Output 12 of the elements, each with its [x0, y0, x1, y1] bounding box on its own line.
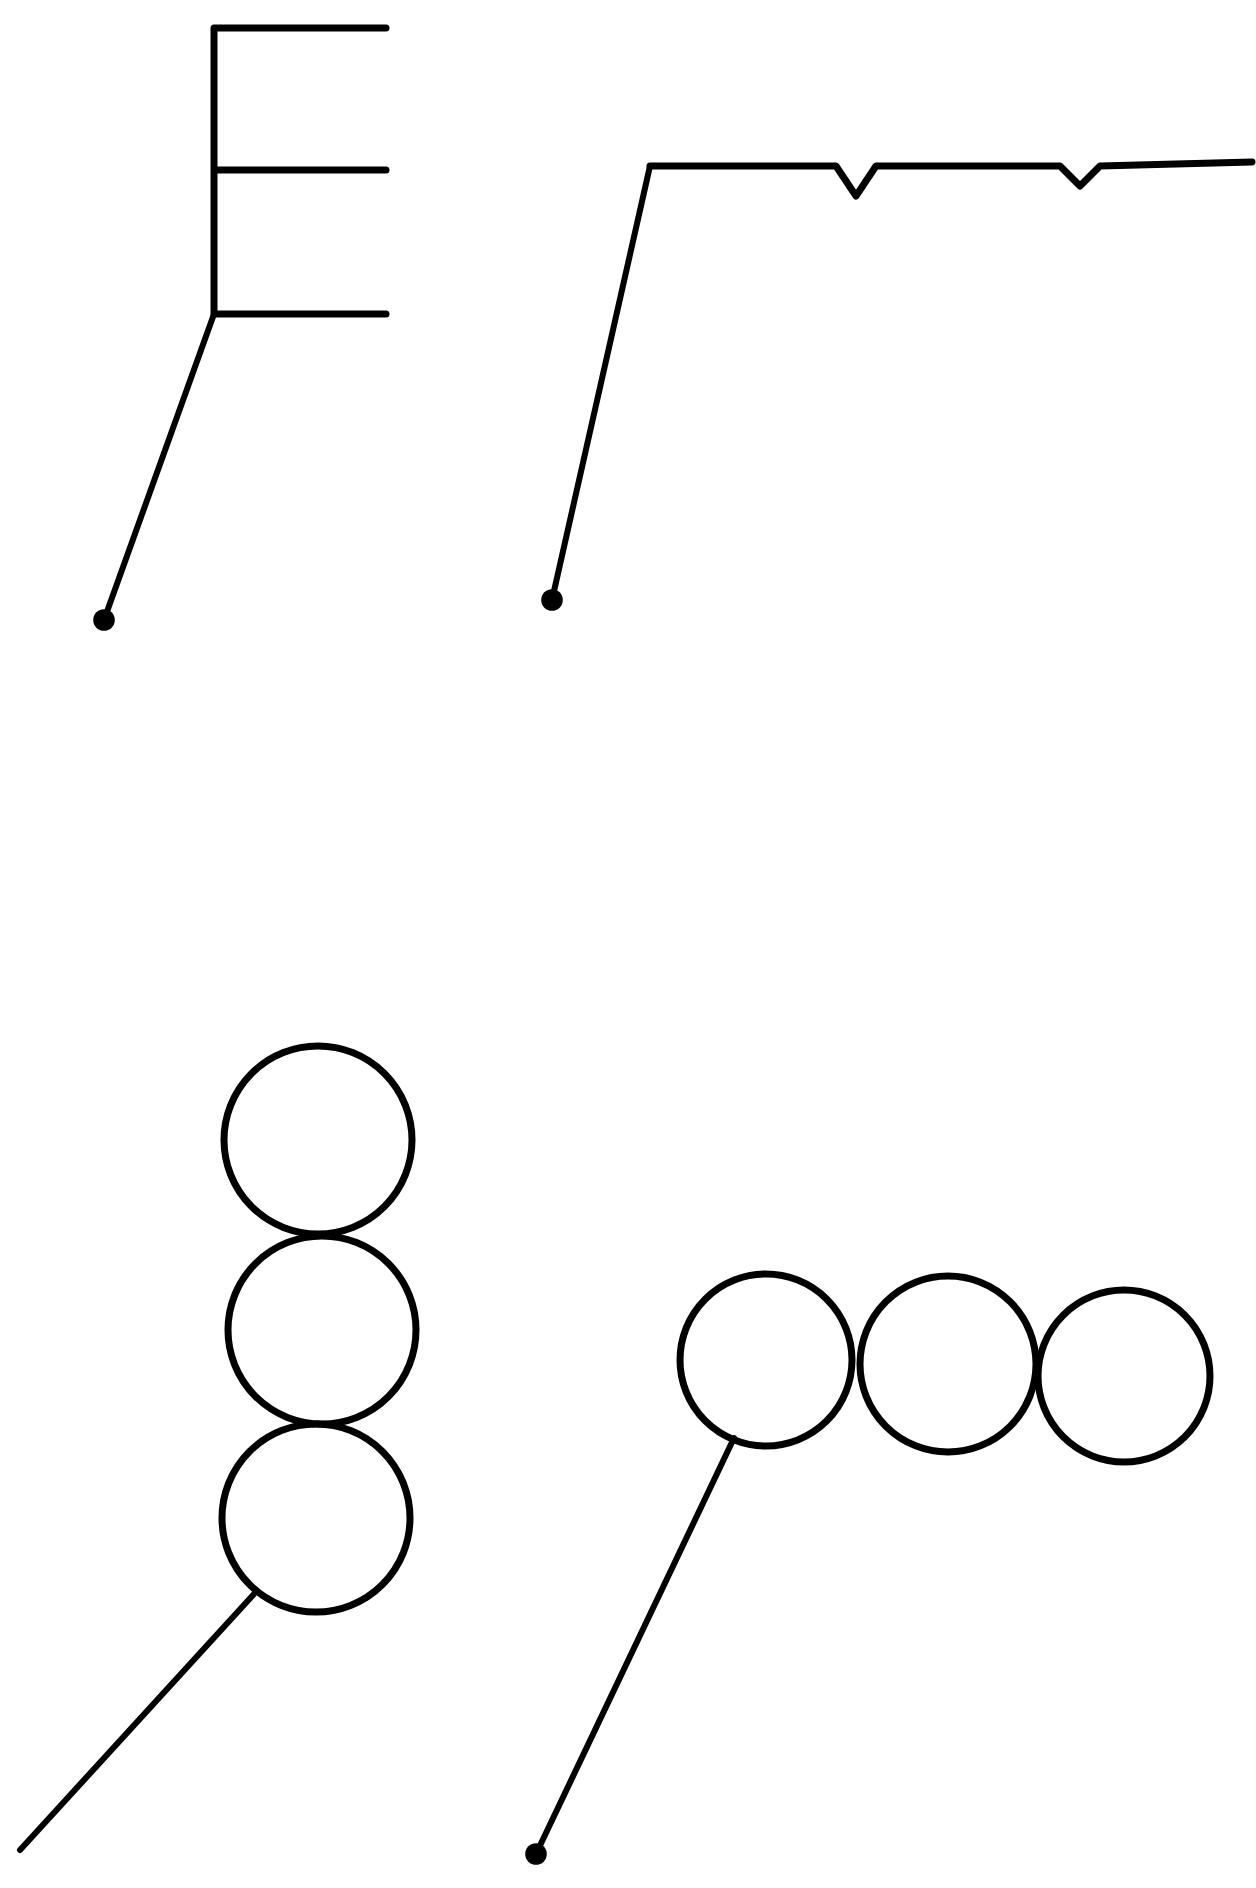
circle: [220, 1042, 416, 1238]
stem-line: [93, 311, 217, 631]
comb-drawing: [210, 24, 390, 318]
circle: [856, 1272, 1040, 1456]
circle: [1034, 1286, 1214, 1466]
stem-line: [525, 1435, 737, 1865]
circle: [676, 1270, 856, 1450]
stem-line: [17, 1591, 257, 1853]
stem-line: [541, 163, 653, 611]
circle: [218, 1420, 414, 1616]
circle: [224, 1232, 420, 1428]
notched-line-drawing: [646, 158, 1256, 200]
